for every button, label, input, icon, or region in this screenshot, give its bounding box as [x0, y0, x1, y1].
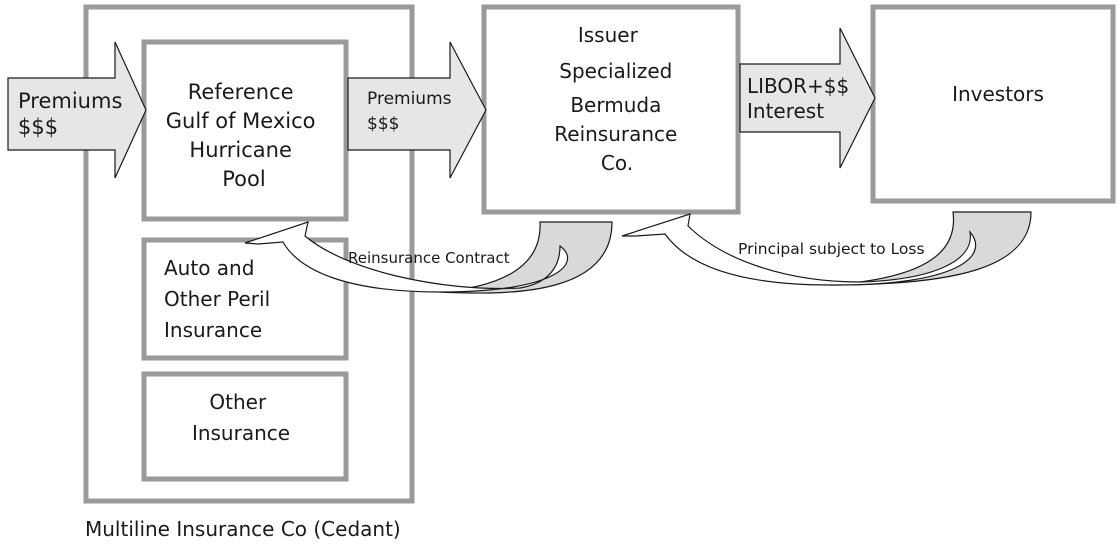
premiums-to-issuer-label: Premiums $$$	[367, 89, 457, 134]
premiums-in-label: Premiums $$$	[18, 89, 129, 139]
reinsurance-contract-curve	[244, 221, 569, 293]
investors-box	[870, 4, 1116, 204]
principal-loss-label: Principal subject to Loss	[738, 240, 925, 258]
premiums-to-issuer-arrow	[347, 41, 487, 179]
auto-peril-label: Auto and Other Peril Insurance	[164, 256, 277, 342]
other-insurance-box	[141, 371, 349, 482]
libor-interest-arrow	[739, 27, 876, 169]
reinsurance-contract-label: Reinsurance Contract	[348, 249, 510, 267]
reference-pool-box	[141, 39, 349, 222]
libor-interest-label: LIBOR+$$ Interest	[747, 74, 856, 123]
issuer-box	[481, 4, 741, 215]
reference-pool-label: Reference Gulf of Mexico Hurricane Pool	[166, 80, 322, 191]
other-insurance-label: Other Insurance	[192, 390, 290, 445]
premiums-in-arrow	[7, 41, 147, 179]
investors-label: Investors	[952, 82, 1044, 106]
cedant-caption: Multiline Insurance Co (Cedant)	[85, 517, 401, 541]
principal-loss-curve	[621, 213, 977, 286]
reinsurance-contract-curve-shade	[439, 221, 613, 294]
issuer-label: Issuer Specialized Bermuda Reinsurance C…	[554, 23, 683, 175]
